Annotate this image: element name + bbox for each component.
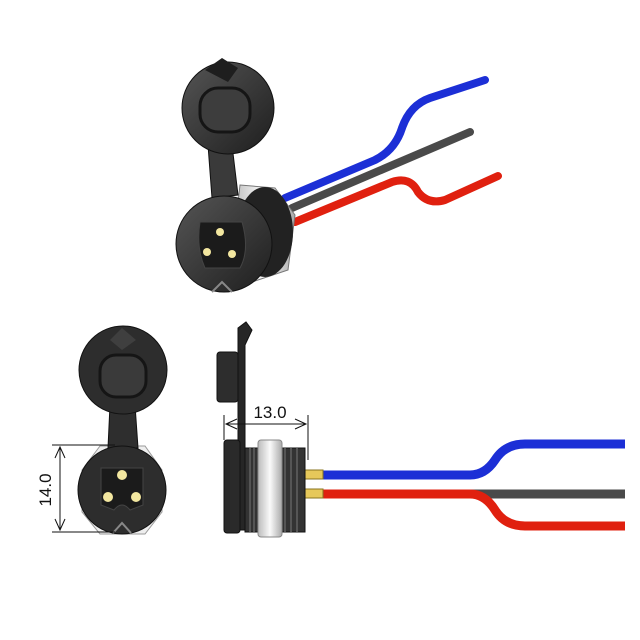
blue-wire [281, 76, 489, 202]
cap-tab [205, 58, 238, 82]
front-cap-tab [110, 328, 136, 350]
threads [249, 448, 298, 532]
pin-terminal [304, 469, 324, 480]
red-wire [291, 172, 502, 226]
height-dimension-label: 14.0 [36, 473, 55, 506]
front-pin [131, 492, 141, 502]
pin-iso [203, 248, 211, 256]
isometric-view [175, 58, 502, 293]
width-dimension [223, 415, 309, 460]
pin-iso [216, 228, 224, 236]
wires-side [322, 439, 625, 531]
side-cap [216, 351, 239, 403]
front-pin [117, 470, 127, 480]
front-view: 14.0 [36, 325, 168, 535]
front-key-triangle [112, 521, 132, 534]
red-wire-side [322, 489, 625, 531]
front-cap-recess [98, 353, 148, 399]
width-dimension-label: 13.0 [253, 403, 286, 422]
side-nut [257, 439, 283, 538]
front-pin [103, 492, 113, 502]
pin-iso [228, 250, 236, 258]
wires-iso [281, 76, 502, 226]
side-view: 13.0 [216, 321, 625, 538]
cap-recess [198, 86, 252, 134]
side-flange [223, 439, 241, 534]
gray-wire [288, 128, 474, 212]
height-dimension [52, 444, 115, 533]
key-triangle [211, 280, 233, 293]
blue-wire-side [322, 439, 625, 480]
pin-terminal [304, 488, 324, 499]
